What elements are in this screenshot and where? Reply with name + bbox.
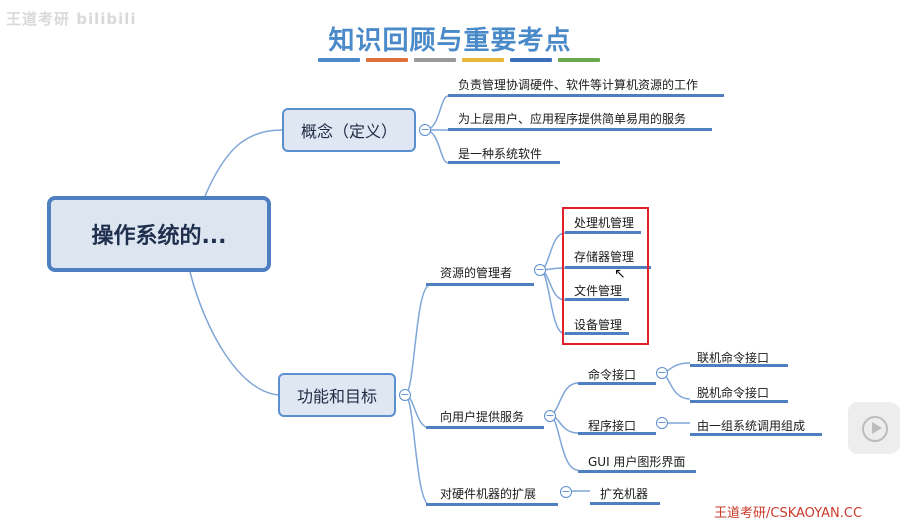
title-color-bar (510, 58, 552, 62)
online-command-interface-underline (690, 364, 788, 367)
command-interface-underline (578, 382, 656, 385)
user-services-label: 向用户提供服务 (440, 410, 525, 424)
gui-item: GUI 用户图形界面 (588, 455, 686, 469)
concept-item-1: 负责管理协调硬件、软件等计算机资源的工作 (458, 78, 699, 92)
concept-item-1-underline (448, 94, 724, 97)
command-interface-label: 命令接口 (588, 368, 637, 382)
resource-item-memory-underline (565, 266, 651, 269)
online-command-interface: 联机命令接口 (697, 351, 770, 365)
resource-manager-underline (426, 283, 534, 286)
resource-item-cpu: 处理机管理 (574, 216, 635, 230)
resource-item-memory: 存储器管理 (574, 250, 635, 264)
footer-watermark: 王道考研/CSKAOYAN.CC (714, 506, 863, 521)
concept-item-3: 是一种系统软件 (458, 147, 543, 161)
system-call-item-underline (690, 433, 822, 436)
resource-manager-collapse-toggle[interactable]: − (534, 263, 546, 276)
hardware-extension-collapse-toggle[interactable]: − (560, 485, 572, 498)
concept-item-2-underline (448, 128, 712, 131)
title-color-bar (462, 58, 504, 62)
resource-item-file: 文件管理 (574, 284, 623, 298)
offline-command-interface-underline (690, 400, 788, 403)
root-node[interactable]: 操作系统的... (47, 196, 271, 272)
play-circle-icon (862, 416, 888, 442)
hardware-extension-label: 对硬件机器的扩展 (440, 487, 537, 501)
highlight-box (562, 207, 649, 345)
program-interface-underline (578, 432, 656, 435)
concept-collapse-toggle[interactable]: − (419, 123, 431, 136)
functions-collapse-toggle[interactable]: − (399, 388, 411, 401)
command-interface-collapse-toggle[interactable]: − (656, 366, 668, 379)
user-services-collapse-toggle[interactable]: − (544, 409, 556, 422)
play-icon (872, 422, 882, 434)
gui-item-underline (578, 470, 696, 473)
program-interface-collapse-toggle[interactable]: − (656, 416, 668, 429)
resource-manager-label: 资源的管理者 (440, 266, 513, 280)
concept-item-3-underline (448, 161, 560, 164)
offline-command-interface: 脱机命令接口 (697, 386, 770, 400)
resource-item-file-underline (565, 298, 629, 301)
mouse-cursor-icon: ↖ (614, 266, 626, 282)
system-call-item: 由一组系统调用组成 (697, 419, 806, 433)
extended-machine-item: 扩充机器 (600, 487, 649, 501)
extended-machine-item-underline (590, 502, 660, 505)
title-color-bar (318, 58, 360, 62)
title-color-bar (366, 58, 408, 62)
play-button[interactable] (848, 402, 900, 454)
resource-item-cpu-underline (565, 231, 641, 234)
program-interface-label: 程序接口 (588, 419, 637, 433)
title-color-bar (414, 58, 456, 62)
concept-node[interactable]: 概念（定义） (282, 108, 416, 152)
concept-item-2: 为上层用户、应用程序提供简单易用的服务 (458, 112, 687, 126)
watermark: 王道考研 bilibili (6, 10, 137, 28)
resource-item-device: 设备管理 (574, 318, 623, 332)
hardware-extension-underline (426, 503, 558, 506)
resource-item-device-underline (565, 332, 629, 335)
user-services-underline (426, 426, 544, 429)
page-title: 知识回顾与重要考点 (328, 26, 572, 56)
title-color-bar (558, 58, 600, 62)
functions-node[interactable]: 功能和目标 (278, 373, 396, 417)
